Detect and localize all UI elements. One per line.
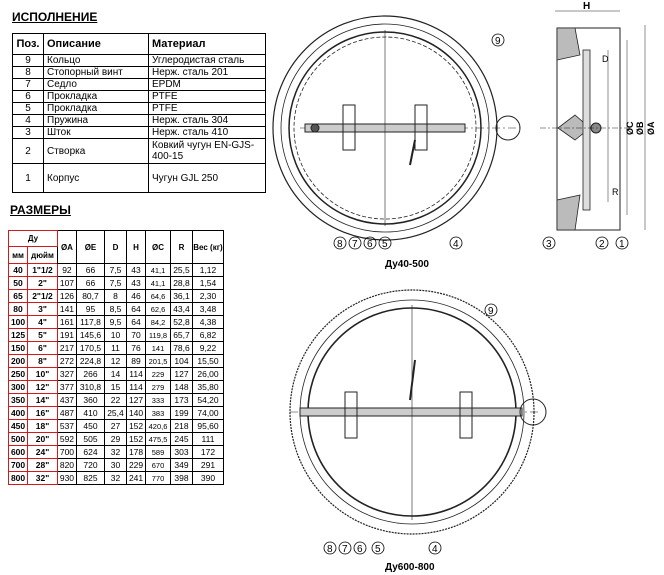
callout-4: 4 [453,239,459,250]
dim-r: 398 [169,471,194,485]
col-header: R [169,230,194,264]
callout-8: 8 [337,239,343,250]
callout-5: 5 [382,239,388,250]
dim-a: 272 [56,354,77,368]
large-caption: Ду600-800 [385,562,435,573]
callout-7: 7 [352,239,358,250]
callouts: 8 7 6 5 4 9 8 7 6 5 4 9 3 2 1 H D R ØC Ø… [323,1,656,573]
dim-r: 148 [169,380,194,394]
callout-7: 7 [342,544,348,555]
part-description: Створка [43,138,149,164]
dim-c: ØC [625,121,635,135]
part-material: Чугун GJL 250 [148,163,266,193]
dim-b: ØB [635,121,645,135]
small-caption: Ду40-500 [385,259,429,270]
drawing-side-section [540,10,646,231]
dim-r: R [612,187,619,197]
callout-3: 3 [546,239,552,250]
drawing-small-front [272,15,521,241]
callout-8: 8 [327,544,333,555]
callout-5: 5 [375,544,381,555]
dim-e: 825 [75,471,105,485]
dn-mm: 500 [7,432,29,446]
dim-a: 487 [56,406,77,420]
dim-a: ØA [646,121,656,135]
col-header: ØC [145,230,171,264]
weight: 4,38 [192,315,224,329]
dim-r: 65,7 [169,328,194,342]
callout-9: 9 [488,306,494,317]
part-position: 1 [12,163,44,193]
drawing-large-front [289,289,547,535]
callout-6: 6 [357,544,363,555]
callout-4: 4 [432,544,438,555]
dims-title: РАЗМЕРЫ [10,203,71,217]
col-header: H [125,230,147,264]
parts-title: ИСПОЛНЕНИЕ [12,10,98,24]
callout-6: 6 [367,239,373,250]
callout-9: 9 [495,36,501,47]
dn-mm: 800 [7,471,29,485]
dim-a: 930 [56,471,77,485]
inch-header: дюйм [27,246,58,264]
dim-d: D [602,54,609,64]
callout-1: 1 [619,239,625,250]
dim-a: 537 [56,419,77,433]
weight: 9,22 [192,341,224,355]
part-position: 2 [12,138,44,164]
callout-2: 2 [599,239,605,250]
dim-h: 241 [125,471,147,485]
weight: 390 [192,471,224,485]
part-description: Корпус [43,163,149,193]
dim-h: H [583,1,590,12]
dn-mm: 350 [7,393,29,407]
